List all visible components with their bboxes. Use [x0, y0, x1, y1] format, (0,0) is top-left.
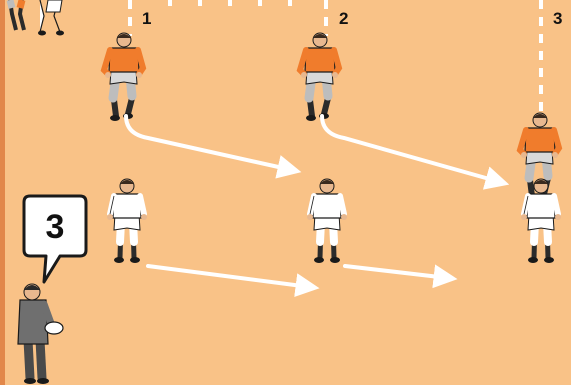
- sideline-players: [10, 0, 64, 36]
- coach-speech-bubble: 3: [24, 196, 86, 282]
- defender-2: [307, 179, 347, 263]
- cone-label-3: 3: [553, 9, 562, 28]
- arrow-right-icon: [322, 116, 500, 182]
- attacker-1: [104, 33, 143, 121]
- defender-3: [521, 179, 561, 263]
- attacker-run-arrows: [126, 116, 500, 182]
- cone-label-1: 1: [142, 9, 151, 28]
- rugby-ball-icon: [45, 322, 63, 334]
- arrow-right-icon: [345, 266, 448, 278]
- defender-1: [107, 179, 147, 263]
- attacker-2: [300, 33, 339, 121]
- field-edge: [0, 0, 5, 385]
- arrow-right-icon: [126, 116, 292, 170]
- coach-call-number: 3: [46, 208, 65, 246]
- defender-run-arrows: [148, 266, 448, 287]
- cone-label-2: 2: [339, 9, 348, 28]
- arrow-right-icon: [148, 266, 310, 287]
- coach-icon: [18, 284, 63, 384]
